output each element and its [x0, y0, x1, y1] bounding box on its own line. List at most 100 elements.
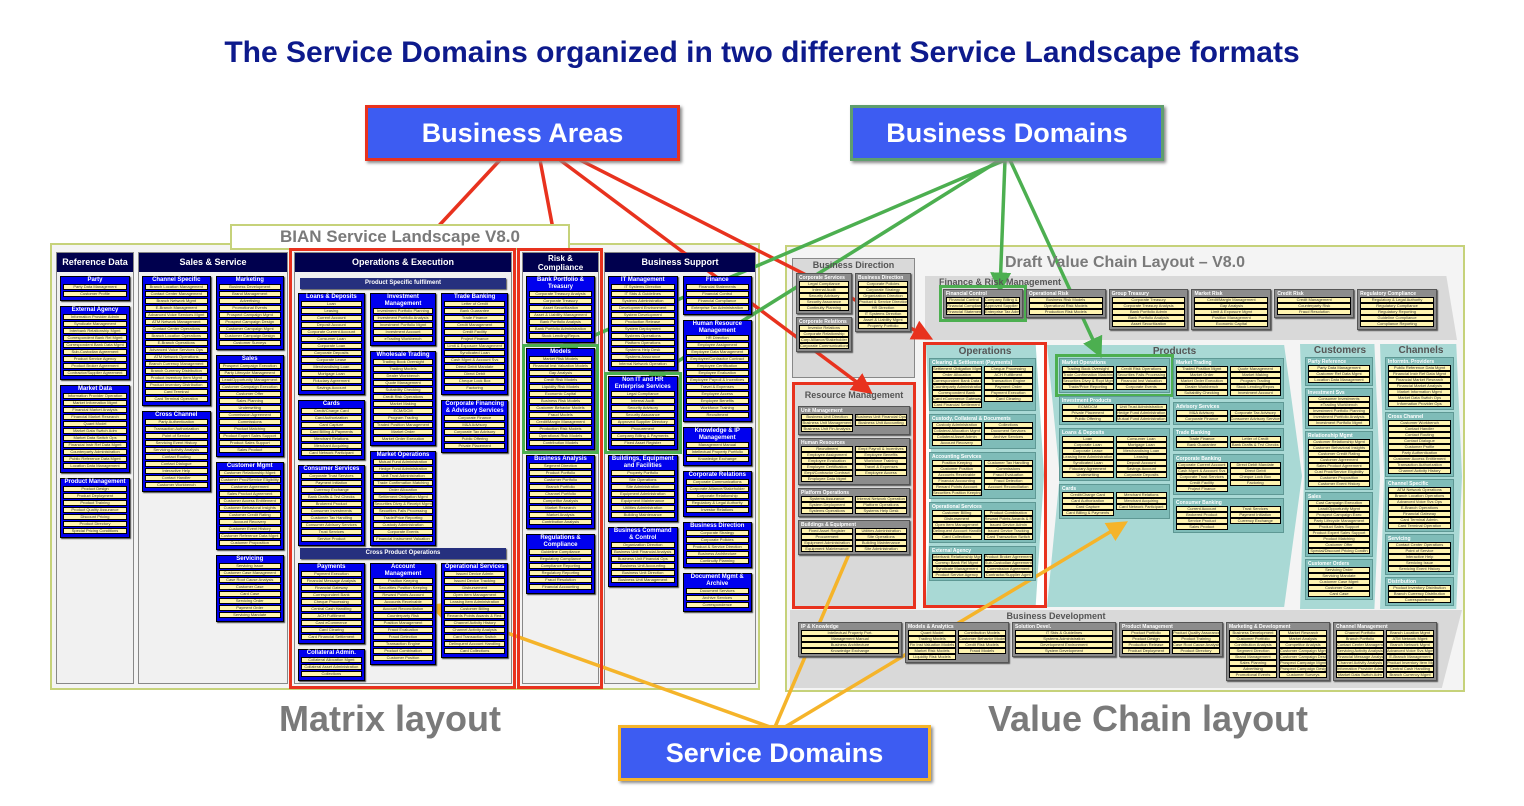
service-domain-employee-evaluation[interactable]: Employee Evaluation	[801, 458, 853, 464]
service-domain-customer-portfolio[interactable]: Customer Portfolio	[529, 477, 592, 483]
service-domain-disbursement[interactable]: Disbursement	[444, 585, 506, 591]
service-domain-market-order[interactable]: Market Order	[1176, 372, 1228, 378]
service-domain-property-portfolio[interactable]: Property Portfolio	[611, 470, 675, 476]
service-domain-collateral-asset-administration[interactable]: Collateral Asset Administration	[301, 664, 362, 670]
service-domain-contact-center-operations[interactable]: Contact Center Operations	[145, 326, 208, 332]
service-domain-financial-control[interactable]: Financial Control	[685, 291, 749, 297]
service-domain-investment-portfolio-mgmt[interactable]: Investment Portfolio Mgmt	[1308, 420, 1370, 426]
service-domain-service-product[interactable]: Service Product	[1176, 518, 1228, 524]
service-domain-channel-portfolio[interactable]: Channel Portfolio	[529, 491, 592, 497]
service-domain-customer-behavior-models[interactable]: Customer Behavior Models	[529, 405, 592, 411]
service-domain-special-discount-pricing-condtn[interactable]: Special/Discount Pricing Condtn	[1308, 548, 1370, 554]
service-domain-servicing-mandate[interactable]: Servicing Mandate	[218, 612, 281, 618]
service-domain-prospect-campaign-design[interactable]: Prospect Campaign Design	[218, 319, 281, 325]
service-domain-party-authentication[interactable]: Party Authentication	[1388, 450, 1451, 456]
service-domain-leasing-item-administration[interactable]: Leasing Item Administration	[1062, 454, 1114, 460]
service-domain-mutual-fund-administration[interactable]: Mutual Fund Administration	[1115, 416, 1167, 422]
service-domain-bank-drafts-trvl-checks[interactable]: Bank Drafts & Trvl Checks	[1229, 442, 1281, 448]
service-domain-regulatory-reporting[interactable]: Regulatory Reporting	[529, 570, 592, 576]
service-domain-internal-network-operation[interactable]: Internal Network Operation	[611, 361, 675, 367]
service-domain-branch-location-operations[interactable]: Branch Location Operations	[1388, 493, 1451, 499]
service-domain-product-combination[interactable]: Product Combination	[983, 510, 1033, 516]
service-domain-card-network-participant[interactable]: Card Network Participant	[301, 450, 362, 456]
service-domain-contact-routing[interactable]: Contact Routing	[1388, 432, 1451, 438]
service-domain-public-reference-data-mgmt[interactable]: Public Reference Data Mgmt	[1388, 365, 1451, 371]
service-domain-card-transaction-switch[interactable]: Card Transaction Switch	[983, 534, 1033, 540]
service-domain-point-of-service[interactable]: Point of Service	[145, 433, 208, 439]
service-domain-market-order-execution[interactable]: Market Order Execution	[1176, 378, 1228, 384]
service-domain-ach-fulfillment[interactable]: ACH Fulfillment	[301, 613, 362, 619]
service-domain-employee-benefits[interactable]: Employee Benefits	[685, 398, 749, 404]
service-domain-card-clearing[interactable]: Card Clearing	[301, 627, 362, 633]
service-domain-contribution-analysis[interactable]: Contribution Analysis	[529, 519, 592, 525]
service-domain-counterparty-administration[interactable]: Counterparty Administration	[63, 449, 127, 455]
service-domain-card-ecommerce[interactable]: Card eCommerce	[301, 620, 362, 626]
service-domain-system-deployment[interactable]: System Deployment	[611, 326, 675, 332]
service-domain-business-unit-direction[interactable]: Business Unit Direction	[801, 414, 853, 420]
service-domain-business-architecture[interactable]: Business Architecture	[685, 551, 749, 557]
service-domain-corporate-current-account[interactable]: Corporate Current Account	[301, 329, 362, 335]
service-domain-workforce-training[interactable]: Workforce Training	[685, 405, 749, 411]
service-domain-product-combination[interactable]: Product Combination	[372, 648, 434, 654]
service-domain-business-unit-direction[interactable]: Business Unit Direction	[611, 570, 675, 576]
service-domain-customer-billing[interactable]: Customer Billing	[932, 510, 982, 516]
service-domain-syndicated-loan[interactable]: Syndicated Loan	[1062, 460, 1114, 466]
service-domain-card-case[interactable]: Card Case	[218, 591, 281, 597]
service-domain-securities-dlvry-receipt-mgmt[interactable]: Securities Dlvry & Receipt Mgmt	[372, 501, 434, 507]
service-domain-customer-proposition[interactable]: Customer Proposition	[1308, 475, 1370, 481]
service-domain-payment-initiation[interactable]: Payment Initiation	[1229, 512, 1281, 518]
service-domain-order-allocation[interactable]: Order Allocation	[372, 487, 434, 493]
service-domain-product-deployment[interactable]: Product Deployment	[1122, 648, 1170, 654]
service-domain-etrading-workbench[interactable]: eTrading Workbench	[1308, 402, 1370, 408]
service-domain-loan[interactable]: Loan	[1062, 436, 1114, 442]
service-domain-stock-lending-repos[interactable]: Stock Lending/Repos	[529, 333, 592, 339]
service-domain-bank-guarantee[interactable]: Bank Guarantee	[444, 308, 506, 314]
service-domain-product-inventory-item-mgmt[interactable]: Product Inventory Item Mgmt	[145, 375, 208, 381]
service-domain-business-unit-management[interactable]: Business Unit Management	[611, 577, 675, 583]
service-domain-customer-ref-data-mgmt[interactable]: Customer Ref Data Mgmt	[1308, 371, 1370, 377]
service-domain-lead-opportunity-management[interactable]: Lead/Opportunity Management	[218, 377, 281, 383]
service-domain-corporate-loan[interactable]: Corporate Loan	[301, 343, 362, 349]
service-domain-product-quality-assurance[interactable]: Product Quality Assurance	[63, 507, 127, 513]
service-domain-employee-data-mgmt[interactable]: Employee Data Mgmt	[801, 476, 853, 482]
service-domain-trading-models[interactable]: Trading Models	[372, 366, 434, 372]
service-domain-product-expert-sales-support[interactable]: Product Expert Sales Support	[1308, 530, 1370, 536]
service-domain-systems-help-desk[interactable]: Systems Help Desk	[855, 508, 907, 514]
service-domain-sales-product[interactable]: Sales Product	[1176, 524, 1228, 530]
service-domain-customer-position[interactable]: Customer Position	[372, 655, 434, 661]
service-domain-limit-exposure-management[interactable]: Limit & Exposure Management	[444, 343, 506, 349]
service-domain-card-terminal-operation[interactable]: Card Terminal Operation	[1388, 523, 1451, 529]
service-domain-employee-certification[interactable]: Employee Certification	[801, 464, 853, 470]
service-domain-position-management[interactable]: Position Management	[1194, 315, 1269, 321]
service-domain-corporate-communications[interactable]: Corporate Communications	[685, 479, 749, 485]
service-domain-branch-currency-distribution[interactable]: Branch Currency Distribution	[145, 368, 208, 374]
service-domain-bank-portfolio-analysis[interactable]: Bank Portfolio Analysis	[529, 319, 592, 325]
service-domain-special-pricing-conditions[interactable]: Special Pricing Conditions	[63, 528, 127, 534]
service-domain-consumer-loan[interactable]: Consumer Loan	[1115, 436, 1167, 442]
service-domain-channel-activity-analysis[interactable]: Channel Activity Analysis	[1336, 660, 1384, 666]
service-domain-account-reconciliation[interactable]: Account Reconciliation	[372, 606, 434, 612]
service-domain-building-maintenance[interactable]: Building Maintenance	[611, 512, 675, 518]
service-domain-collateral-asset-admin[interactable]: Collateral Asset Admin	[932, 434, 982, 440]
service-domain-program-trading[interactable]: Program Trading	[1229, 378, 1281, 384]
service-domain-bank-guarantee[interactable]: Bank Guarantee	[1176, 442, 1228, 448]
service-domain-operational-risk-models[interactable]: Operational Risk Models	[529, 433, 592, 439]
service-domain-corporate-deposits[interactable]: Corporate Deposits	[1115, 472, 1167, 478]
service-domain-regulatory-compliance[interactable]: Regulatory Compliance	[529, 556, 592, 562]
service-domain-business-unit-financial-ops[interactable]: Business Unit Financial Ops	[855, 414, 907, 420]
service-domain-custody-administration[interactable]: Custody Administration	[932, 422, 982, 428]
service-domain-system-development[interactable]: System Development	[611, 312, 675, 318]
service-domain-card-terminal[interactable]: Card Terminal	[145, 389, 208, 395]
service-domain-service-product[interactable]: Service Product	[301, 536, 362, 542]
service-domain-customer-credit-rating[interactable]: Customer Credit Rating	[218, 512, 281, 518]
service-domain-quote-management[interactable]: Quote Management	[1229, 366, 1281, 372]
service-domain-contact-dialogue[interactable]: Contact Dialogue	[1388, 438, 1451, 444]
service-domain-customer-workbench[interactable]: Customer Workbench	[1388, 420, 1451, 426]
service-domain-employee-access[interactable]: Employee Access	[685, 391, 749, 397]
service-domain-advanced-voice-services-mgmt[interactable]: Advanced Voice Services Mgmt	[145, 312, 208, 318]
service-domain-savings-account[interactable]: Savings Account	[1115, 466, 1167, 472]
service-domain-employee-access[interactable]: Employee Access	[855, 470, 907, 476]
service-domain-product-matching[interactable]: Product Matching	[1308, 536, 1370, 542]
service-domain-syndicated-loan[interactable]: Syndicated Loan	[444, 350, 506, 356]
service-domain-platform-operations[interactable]: Platform Operations	[855, 502, 907, 508]
